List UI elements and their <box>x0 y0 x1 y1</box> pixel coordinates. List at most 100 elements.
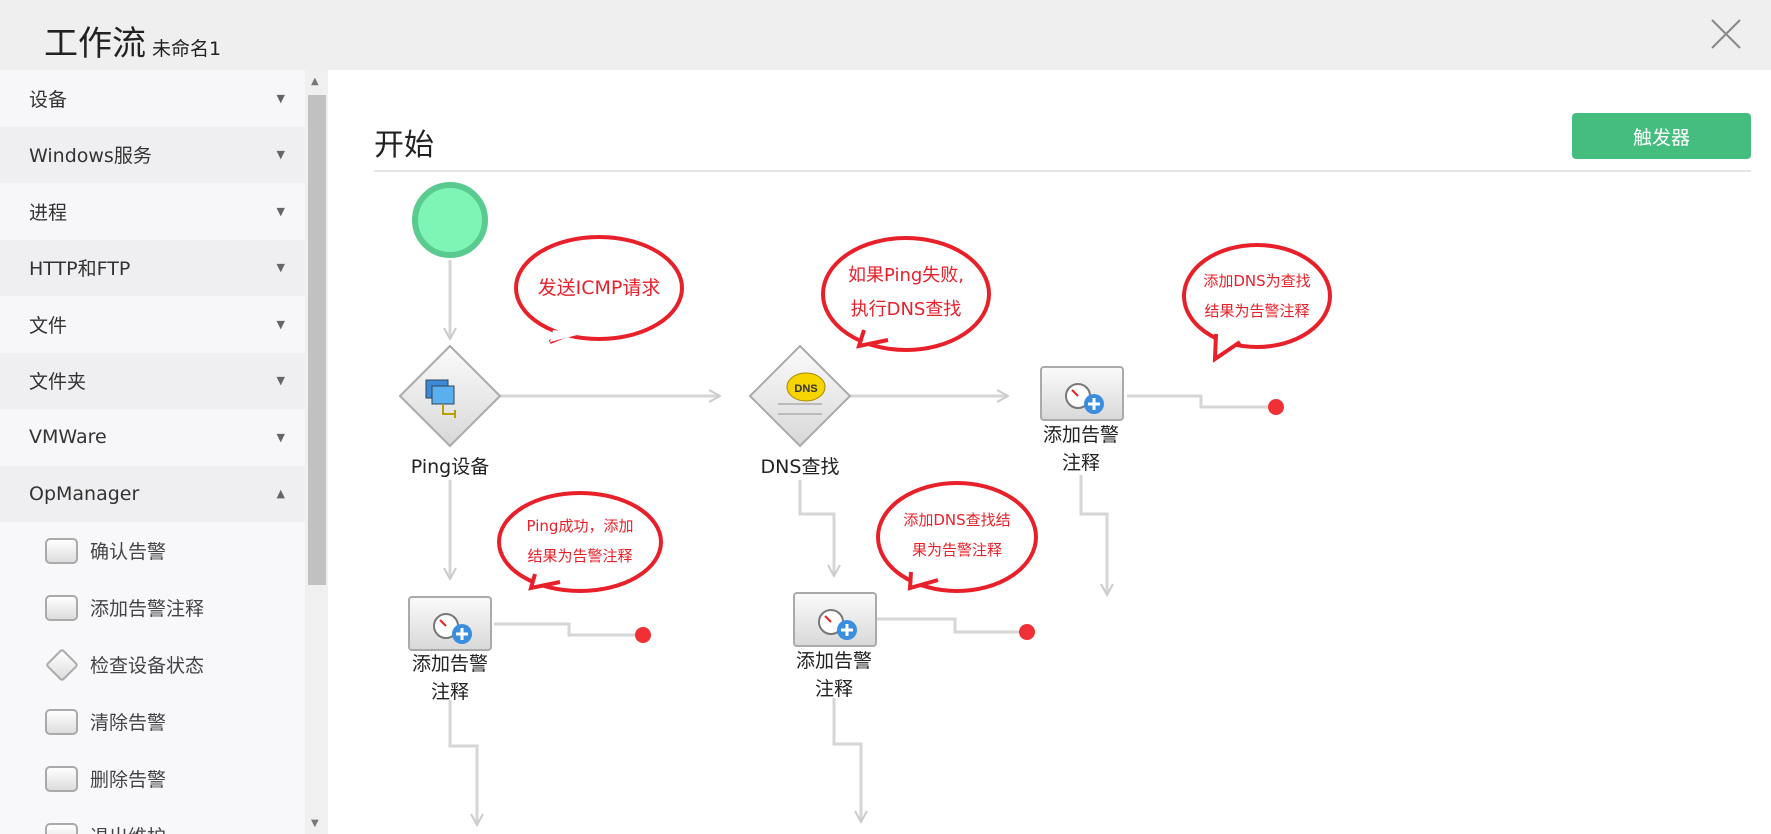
item-label: 退出维护 <box>90 822 166 834</box>
svg-text:DNS: DNS <box>794 383 817 395</box>
sidebar-category-vmware[interactable]: VMWare ▼ <box>0 409 305 466</box>
callout-line: 执行DNS查找 <box>850 299 962 320</box>
item-label: 删除告警 <box>90 769 167 791</box>
end-node[interactable] <box>1268 399 1284 415</box>
label-line: 注释 <box>814 678 853 700</box>
callout-bubble <box>821 236 991 352</box>
end-node[interactable] <box>1019 624 1035 640</box>
category-label: 文件夹 <box>29 371 87 394</box>
alarm-clock-add-icon <box>433 613 472 644</box>
category-label: VMWare <box>29 426 107 449</box>
category-label: OpManager <box>29 482 140 505</box>
callout-line: 如果Ping失败, <box>847 265 964 286</box>
sidebar-item-check-device-status[interactable]: 检查设备状态 <box>0 636 305 693</box>
task-box-icon <box>45 708 78 735</box>
callout-line: 结果为告警注释 <box>527 547 633 565</box>
chevron-down-icon: ▼ <box>276 374 285 388</box>
connector-line <box>1079 475 1107 595</box>
connectors <box>450 260 1270 825</box>
sidebar-item-delete-alarm[interactable]: 删除告警 <box>0 750 305 807</box>
chevron-up-icon: ▲ <box>276 487 285 501</box>
header: 工作流未命名1 <box>0 0 1771 70</box>
label-line: 添加告警 <box>411 653 488 675</box>
chevron-down-icon: ▼ <box>276 204 285 218</box>
add-alarm-note-node[interactable] <box>793 592 877 647</box>
scroll-down-icon[interactable]: ▼ <box>311 818 319 829</box>
sidebar-scrollbar[interactable]: ▲ ▼ <box>305 70 328 834</box>
category-label: 文件 <box>29 314 68 337</box>
callout-line: 添加DNS查找结 <box>903 511 1011 529</box>
sidebar-category-file[interactable]: 文件 ▼ <box>0 296 305 353</box>
sidebar-item-add-alarm-note[interactable]: 添加告警注释 <box>0 579 305 636</box>
connector-line <box>798 480 834 576</box>
computer-icon <box>425 379 456 418</box>
chevron-down-icon: ▼ <box>276 317 285 331</box>
category-label: HTTP和FTP <box>29 258 131 281</box>
ping-device-label: Ping设备 <box>410 456 490 478</box>
label-line: 注释 <box>1061 452 1100 474</box>
connector-line <box>832 698 861 822</box>
sidebar-item-acknowledge-alarm[interactable]: 确认告警 <box>0 522 305 579</box>
start-node[interactable] <box>412 182 488 258</box>
callout-bubble <box>514 235 684 341</box>
sidebar-item-exit-maintenance[interactable]: 退出维护 <box>0 807 305 834</box>
add-alarm-note-node[interactable] <box>408 596 492 651</box>
callout-text: 如果Ping失败, 执行DNS查找 <box>826 259 986 327</box>
chevron-down-icon: ▼ <box>276 261 285 275</box>
alarm-clock-add-icon <box>1065 383 1104 414</box>
chevron-down-icon: ▼ <box>276 430 285 444</box>
ping-device-node[interactable] <box>398 344 502 448</box>
task-box-icon <box>45 822 78 834</box>
sidebar: 设备▼ Windows服务▼ 进程▼ HTTP和FTP▼ 文件▼ 文件夹▼ VM… <box>0 70 305 834</box>
alarm-note-label: 添加告警注释 <box>390 650 510 706</box>
callout-text: 添加DNS查找结果为告警注释 <box>882 505 1032 565</box>
workflow-name: 未命名1 <box>152 38 222 60</box>
callout-bubble <box>876 481 1038 593</box>
sidebar-category-windows-services[interactable]: Windows服务▼ <box>0 126 305 183</box>
connector-line <box>494 622 638 637</box>
dns-icon: DNS <box>778 372 826 415</box>
item-label: 添加告警注释 <box>90 598 205 620</box>
end-node[interactable] <box>635 627 651 643</box>
category-list: 设备▼ Windows服务▼ 进程▼ HTTP和FTP▼ 文件▼ 文件夹▼ VM… <box>0 70 305 522</box>
connector-line <box>1127 394 1270 409</box>
scrollbar-thumb[interactable] <box>308 95 326 585</box>
dns-lookup-node[interactable]: DNS <box>748 344 852 448</box>
close-icon[interactable] <box>1708 16 1744 52</box>
connector-line <box>448 700 477 825</box>
connector-line <box>877 617 1022 634</box>
sidebar-category-device[interactable]: 设备▼ <box>0 70 305 127</box>
callout-bubble <box>497 491 663 593</box>
trigger-button[interactable]: 触发器 <box>1572 113 1751 159</box>
add-alarm-note-node[interactable] <box>1040 366 1124 421</box>
title-text: 工作流 <box>44 24 146 64</box>
item-label: 清除告警 <box>90 712 167 734</box>
category-label: 设备 <box>29 88 68 111</box>
sidebar-category-process[interactable]: 进程 ▼ <box>0 183 305 240</box>
sidebar-item-clear-alarm[interactable]: 清除告警 <box>0 693 305 750</box>
sidebar-category-folder[interactable]: 文件夹 ▼ <box>0 352 305 409</box>
alarm-note-label: 添加告警注释 <box>1021 421 1141 477</box>
category-label: 进程 <box>29 201 68 224</box>
chevron-down-icon: ▼ <box>276 148 285 162</box>
dns-lookup-label: DNS查找 <box>760 456 840 478</box>
sidebar-category-opmanager[interactable]: OpManager ▲ <box>0 465 305 522</box>
label-line: 添加告警 <box>1042 424 1119 446</box>
callout-text: 发送ICMP请求 <box>537 277 661 299</box>
workflow-start-title: 开始 <box>374 128 434 163</box>
callout-text: 添加DNS为查找结果为告警注释 <box>1187 266 1327 326</box>
scroll-up-icon[interactable]: ▲ <box>311 76 319 87</box>
label-line: 添加告警 <box>795 650 872 672</box>
item-label: 确认告警 <box>90 541 167 563</box>
callout-tail <box>528 573 561 591</box>
alarm-note-label: 添加告警注释 <box>774 647 894 703</box>
sidebar-category-http-ftp[interactable]: HTTP和FTP ▼ <box>0 239 305 296</box>
callout-bubbles <box>497 235 1332 593</box>
callout-tail <box>1212 333 1242 363</box>
callout-bubble <box>1182 243 1332 349</box>
callout-line: 结果为告警注释 <box>1204 302 1310 320</box>
callout-tail <box>907 571 939 591</box>
callout-line: Ping成功，添加 <box>526 517 634 535</box>
item-label: 检查设备状态 <box>90 655 205 677</box>
